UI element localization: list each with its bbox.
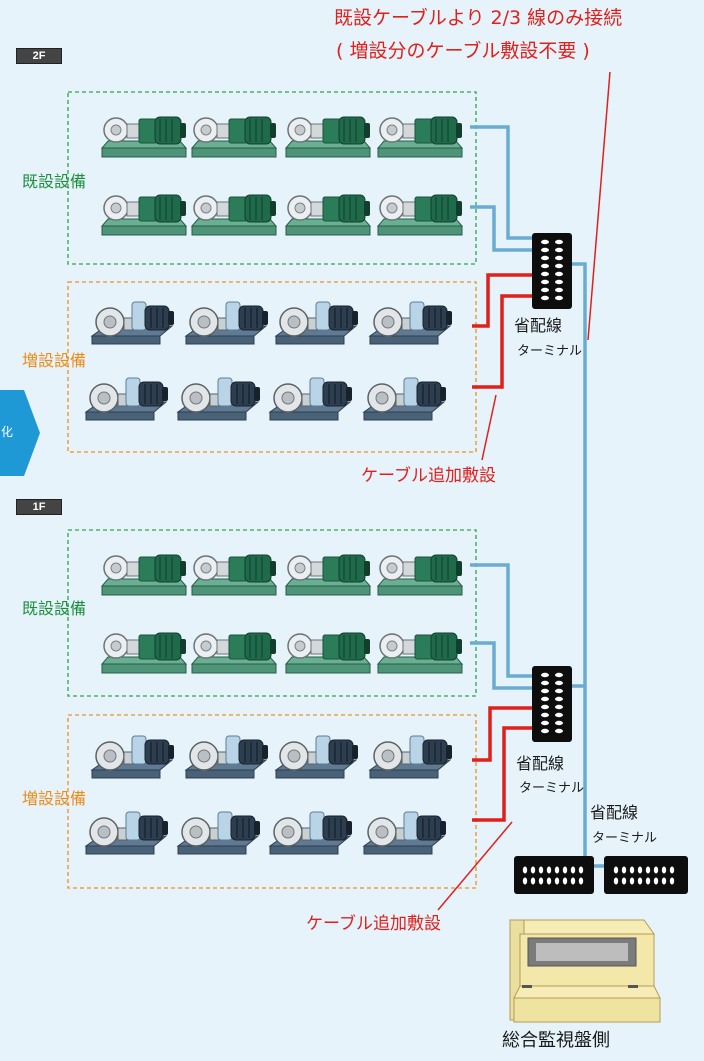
terminal-title-panel: 省配線: [590, 805, 638, 821]
terminal-subtitle-1f: ターミナル: [519, 782, 584, 795]
terminal-block-panel: [514, 856, 688, 894]
group-label-added-2f: 増設設備: [22, 353, 86, 369]
group-label-existing-1f: 既設設備: [22, 601, 86, 617]
monitor-panel-icon: [510, 920, 660, 1022]
cable-note-2f: ケーブル追加敷設: [361, 468, 496, 485]
cable-note-1f: ケーブル追加敷設: [306, 916, 441, 933]
left-arrow-label: 化: [1, 426, 13, 438]
existing-cables-2f: [470, 127, 532, 250]
pump-icon: [86, 302, 452, 420]
group-label-added-1f: 増設設備: [22, 791, 86, 807]
pump-icon: [102, 117, 462, 235]
floor-badge-2f: 2F: [16, 48, 62, 64]
terminal-block-1f: [532, 666, 572, 742]
floor-badge-1f: 1F: [16, 499, 62, 515]
terminal-block-2f: [532, 233, 572, 309]
annotation-line2: ( 増設分のケーブル敷設不要 ): [336, 42, 590, 61]
existing-cables-1f: [470, 565, 532, 688]
existing-box-2f: [68, 92, 476, 264]
terminal-subtitle-2f: ターミナル: [517, 345, 582, 358]
annotation-line1: 既設ケーブルより 2/3 線のみ接続: [334, 9, 622, 28]
pump-icon: [102, 555, 462, 673]
terminal-title-1f: 省配線: [516, 756, 564, 772]
panel-label: 総合監視盤側: [502, 1032, 610, 1050]
terminal-title-2f: 省配線: [514, 318, 562, 334]
terminal-subtitle-panel: ターミナル: [592, 832, 657, 845]
pump-icon: [86, 736, 452, 854]
group-label-existing-2f: 既設設備: [22, 174, 86, 190]
